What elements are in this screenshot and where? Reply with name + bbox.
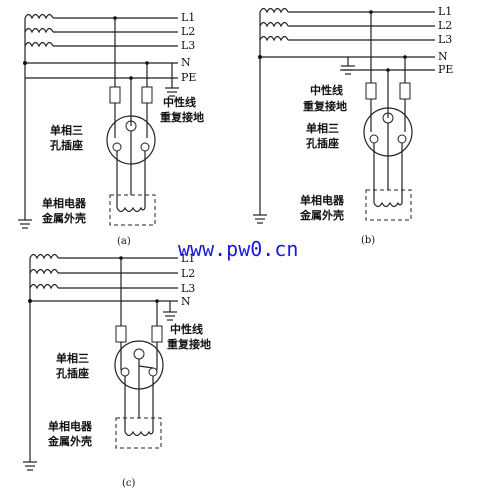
label-pe-a: PE [181, 71, 196, 84]
caption-c: (c) [122, 478, 136, 489]
label-appliance-a-2: 金属外壳 [41, 211, 86, 225]
label-reground-a-2: 重复接地 [160, 110, 204, 124]
label-n-a: N [181, 56, 191, 69]
label-reground-b-2: 重复接地 [303, 99, 347, 113]
label-n-b: N [438, 50, 448, 63]
label-l1-b: L1 [438, 5, 452, 18]
panel-a [18, 13, 179, 229]
label-appliance-c-2: 金属外壳 [47, 434, 92, 448]
label-appliance-b-1: 单相电器 [300, 193, 345, 207]
panel-b [253, 7, 435, 224]
label-socket-a-1: 单相三 [50, 123, 83, 137]
label-socket-c-2: 孔插座 [56, 366, 89, 380]
label-socket-a-2: 孔插座 [50, 138, 83, 152]
label-l3-c: L3 [181, 282, 195, 295]
label-socket-b-1: 单相三 [306, 121, 339, 135]
label-reground-a-1: 中性线 [163, 95, 196, 109]
panel-c [23, 253, 178, 471]
label-socket-c-1: 单相三 [56, 351, 89, 365]
caption-b: (b) [361, 235, 375, 246]
watermark: www.pw0.cn [178, 237, 298, 261]
label-l1-a: L1 [181, 11, 195, 24]
label-appliance-a-1: 单相电器 [42, 196, 87, 210]
label-l2-c: L2 [181, 267, 195, 280]
label-l2-b: L2 [438, 19, 452, 32]
label-appliance-c-1: 单相电器 [48, 419, 93, 433]
caption-a: (a) [117, 236, 131, 247]
label-l3-b: L3 [438, 33, 452, 46]
label-reground-c-2: 重复接地 [167, 337, 211, 351]
label-socket-b-2: 孔插座 [306, 136, 339, 150]
label-reground-c-1: 中性线 [170, 322, 203, 336]
label-l1-c: L1 [181, 252, 195, 265]
label-pe-b: PE [438, 63, 453, 76]
label-appliance-b-2: 金属外壳 [299, 208, 344, 222]
label-n-c: N [181, 295, 191, 308]
label-l3-a: L3 [181, 39, 195, 52]
label-reground-b-1: 中性线 [310, 83, 343, 97]
label-l2-a: L2 [181, 25, 195, 38]
